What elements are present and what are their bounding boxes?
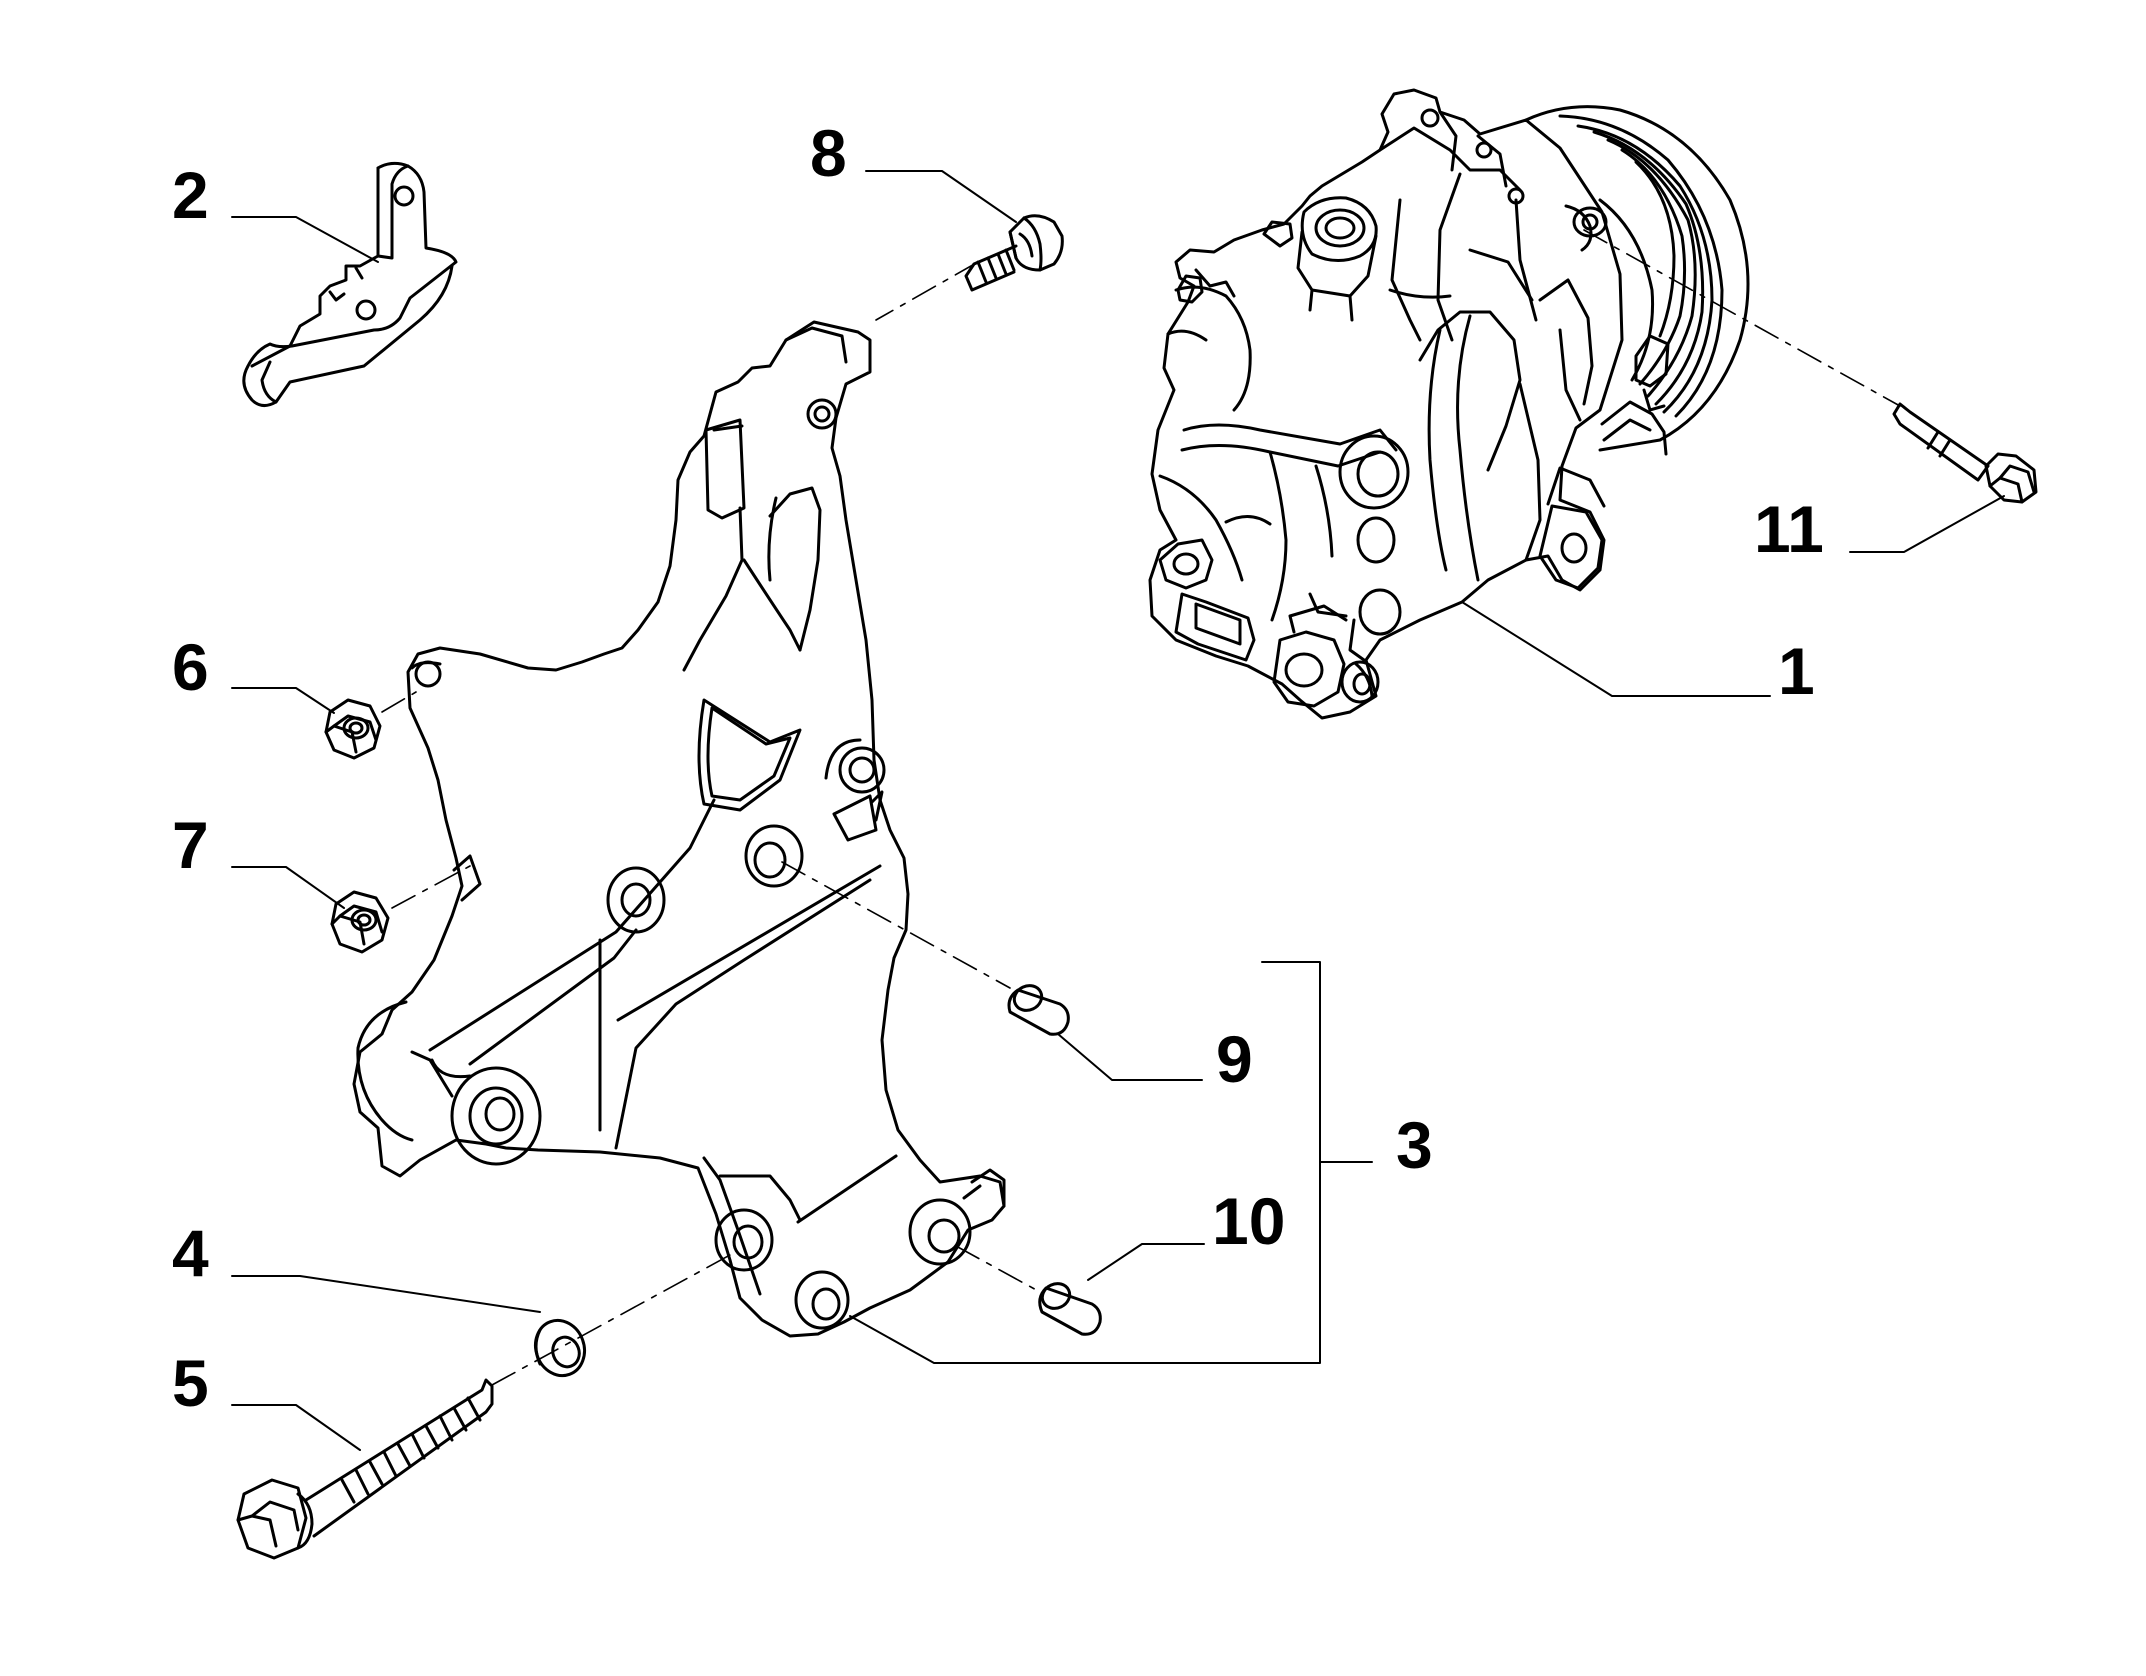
compressor-icon [1150, 90, 1748, 718]
callout-5: 5 [172, 1346, 209, 1420]
washer-icon [528, 1313, 592, 1382]
centerline-pin-9 [781, 861, 1011, 989]
centerline-pin-10 [955, 1245, 1041, 1293]
center-lines [381, 229, 1901, 1386]
nut-icon [332, 892, 388, 952]
dowel-pin-icon [1009, 981, 1068, 1034]
centerline-bolt-5 [491, 1254, 731, 1386]
centerline-nut-7 [391, 865, 471, 909]
bolt-icon [1894, 404, 2036, 502]
leader-line-11 [1849, 495, 2005, 553]
callout-2: 2 [172, 158, 209, 232]
callout-4: 4 [172, 1216, 209, 1290]
centerline-bolt-11 [1583, 229, 1901, 407]
leader-line-3-bracket [849, 961, 1321, 1364]
long-bolt-icon [238, 1380, 492, 1558]
centerline-nut-6 [381, 691, 417, 713]
dowel-pin-icon [1038, 1279, 1100, 1334]
leader-line-6 [231, 687, 335, 714]
callout-10: 10 [1212, 1184, 1286, 1258]
leader-lines [231, 170, 2005, 1451]
centerline-bolt-8 [875, 261, 979, 321]
callout-3: 3 [1396, 1108, 1433, 1182]
leader-line-4 [231, 1275, 541, 1313]
bracket-plate-icon [244, 163, 456, 405]
leader-line-1 [1461, 601, 1771, 697]
callout-1: 1 [1778, 634, 1815, 708]
short-bolt-icon [966, 216, 1062, 290]
callout-11: 11 [1754, 492, 1824, 566]
callout-7: 7 [172, 808, 209, 882]
nut-icon [326, 700, 380, 758]
callout-9: 9 [1216, 1022, 1253, 1096]
leader-line-8 [865, 170, 1017, 223]
leader-line-9 [1057, 1033, 1203, 1081]
callout-8: 8 [810, 116, 847, 190]
callout-6: 6 [172, 630, 209, 704]
leader-line-10 [1087, 1243, 1205, 1281]
mounting-bracket-icon [354, 322, 1004, 1336]
leader-line-7 [231, 866, 345, 909]
leader-line-2 [231, 216, 379, 263]
leader-line-5 [231, 1404, 361, 1451]
